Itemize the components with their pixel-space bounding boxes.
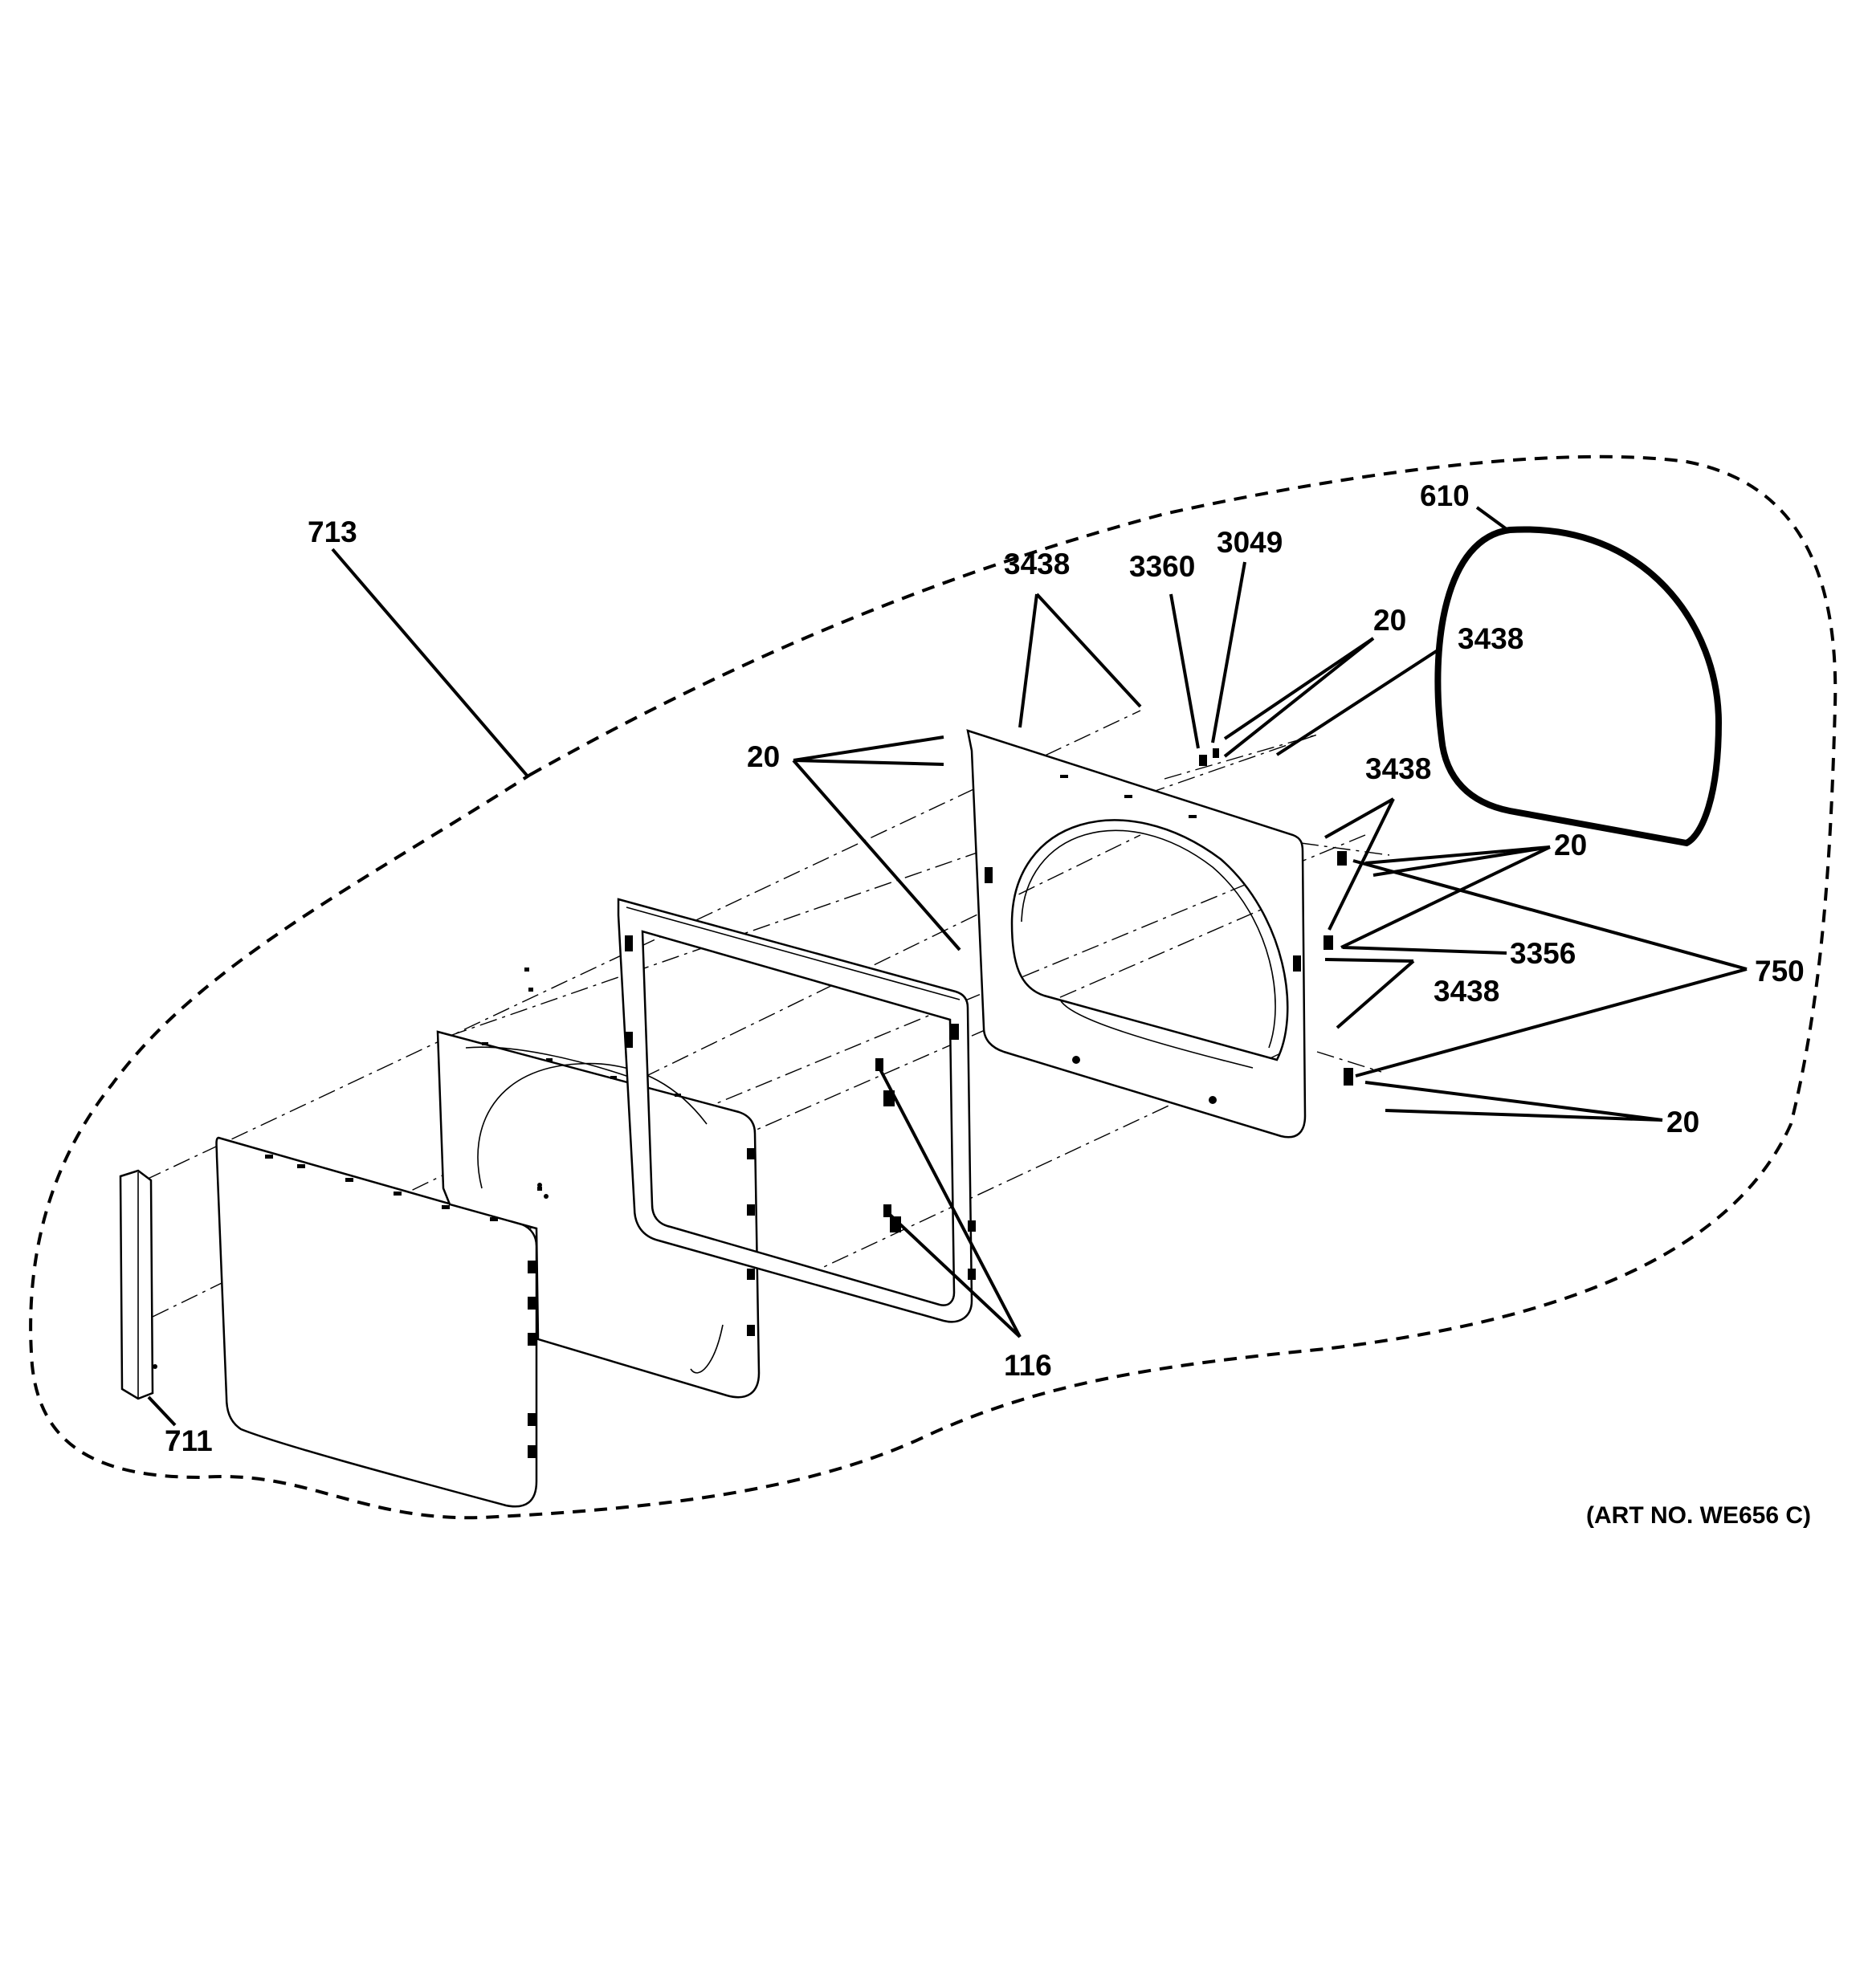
label-20-low-right: 20 [1666,1106,1699,1139]
part-711-trim-strip [119,1169,157,1400]
part-front-panel [966,729,1307,1139]
part-inner-door-liner [436,1030,761,1399]
label-3049: 3049 [1217,526,1283,559]
part-door-frame [617,898,976,1323]
leader-lines [147,506,1748,1427]
label-711: 711 [165,1424,213,1457]
label-610: 610 [1420,479,1470,512]
part-labels: 713 3438 3360 3049 610 20 3438 20 3438 2… [165,479,1811,1529]
part-610-seal-ring [1434,526,1723,847]
assembly-boundary-713 [29,454,1837,1520]
label-20-top-right: 20 [1373,604,1406,637]
label-3438-mid: 3438 [1365,752,1431,785]
label-3438-low: 3438 [1434,975,1499,1008]
label-713: 713 [308,515,357,548]
label-20-mid-right: 20 [1554,829,1587,862]
label-20-left: 20 [747,740,780,773]
art-number: (ART NO. WE656 C) [1586,1502,1811,1529]
hardware-parts [524,748,1353,1217]
label-750: 750 [1755,955,1805,988]
label-3360: 3360 [1129,550,1195,583]
label-3438-top: 3438 [1004,548,1070,581]
label-116: 116 [1004,1349,1052,1382]
label-3356: 3356 [1510,937,1576,970]
label-3438-right-top: 3438 [1458,622,1523,655]
